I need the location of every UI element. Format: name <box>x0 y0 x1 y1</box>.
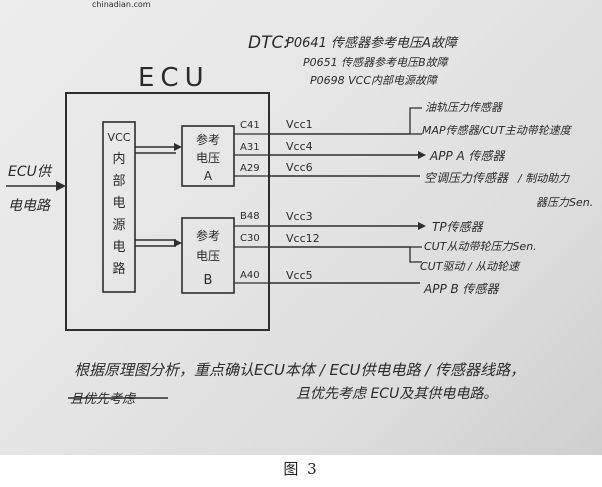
vcc-internal-text-6: 路 <box>112 261 125 277</box>
vcc12-branch-lower <box>409 247 422 263</box>
dtc-code-1: P0641 传感器参考电压A故障 <box>286 36 459 51</box>
ecu-title: ECU <box>138 63 210 93</box>
ref-a-text-1: 电压 <box>196 151 220 165</box>
dtc-label: DTC: <box>248 33 289 53</box>
vcc-internal-text-2: 部 <box>112 174 125 189</box>
vcc-internal-box <box>102 121 136 293</box>
ref-b-text-2: B <box>204 273 213 288</box>
vcc-internal-text-5: 电 <box>112 240 125 255</box>
sensor-vcc4: APP A 传感器 <box>429 149 506 163</box>
vcc-internal-text-0: VCC <box>108 131 131 144</box>
ecu-supply-label-2: 电电路 <box>8 198 51 214</box>
ref-a-text-2: A <box>204 169 213 183</box>
pin-label-3: B48 <box>240 211 260 222</box>
sensor-vcc12-b: CUT驱动 / 从动轮速 <box>420 260 521 273</box>
dtc-code-2: P0651 传感器参考电压B故障 <box>303 56 450 69</box>
ecu-box <box>65 92 270 331</box>
vcc-label-1: Vcc4 <box>286 140 313 153</box>
pin-label-1: A31 <box>240 142 260 153</box>
arrow-vcc3 <box>418 222 426 230</box>
pin-label-2: A29 <box>240 163 260 174</box>
sensor-vcc3: TP传感器 <box>432 220 484 234</box>
pin-label-5: A40 <box>240 270 260 281</box>
note-struck-text: 且优先考虑 <box>70 392 137 407</box>
vcc-label-3: Vcc3 <box>286 210 313 223</box>
figure-caption: 图 3 <box>283 460 319 478</box>
pin-label-0: C41 <box>240 120 260 131</box>
hand-drawn-diagram-photo: chinadian.com DTC: P0641 传感器参考电压A故障 P065… <box>0 0 602 455</box>
arrowhead-ref-b-1 <box>174 239 182 247</box>
pin-label-4: C30 <box>240 233 260 244</box>
sensor-vcc1-b: MAP传感器/CUT主动带轮速度 <box>422 124 573 137</box>
vcc-label-0: Vcc1 <box>286 118 313 131</box>
sensor-vcc12-a: CUT从动带轮压力Sen. <box>424 240 537 253</box>
vcc-label-4: Vcc12 <box>286 232 320 245</box>
sensor-vcc6-c: 器压力Sen. <box>536 196 593 209</box>
dtc-code-3: P0698 VCC内部电源故障 <box>310 74 439 87</box>
vcc-label-5: Vcc5 <box>286 269 313 282</box>
ref-b-text-0: 参考 <box>196 228 220 243</box>
ref-b-text-1: 电压 <box>196 249 220 263</box>
sensor-vcc5: APP B 传感器 <box>423 282 500 296</box>
note-line-1: 根据原理图分析，重点确认ECU本体 / ECU供电电路 / 传感器线路， <box>74 361 525 379</box>
ref-a-text-0: 参考 <box>196 132 220 147</box>
arrowhead-ref-a-1 <box>174 143 182 151</box>
vcc1-branch-upper <box>409 107 422 134</box>
ref-voltage-b-box <box>181 217 235 294</box>
vcc-label-2: Vcc6 <box>286 161 313 174</box>
vcc-internal-text-3: 电 <box>112 196 125 211</box>
note-line-2: 且优先考虑 ECU及其供电电路。 <box>296 386 497 402</box>
sensor-vcc6-b: / 制动助力 <box>517 172 570 185</box>
vcc-internal-text-4: 源 <box>112 218 125 233</box>
watermark: chinadian.com <box>92 0 151 9</box>
ecu-supply-label-1: ECU供 <box>8 164 53 180</box>
arrow-vcc4 <box>418 151 426 159</box>
supply-arrow-head <box>56 181 66 191</box>
sensor-vcc1-a: 油轨压力传感器 <box>425 101 503 114</box>
vcc-internal-text-1: 内 <box>112 151 125 167</box>
ref-voltage-a-box <box>181 125 235 187</box>
ecu-circuit-diagram: chinadian.com DTC: P0641 传感器参考电压A故障 P065… <box>6 0 593 407</box>
sensor-vcc6-a: 空调压力传感器 <box>424 171 509 185</box>
